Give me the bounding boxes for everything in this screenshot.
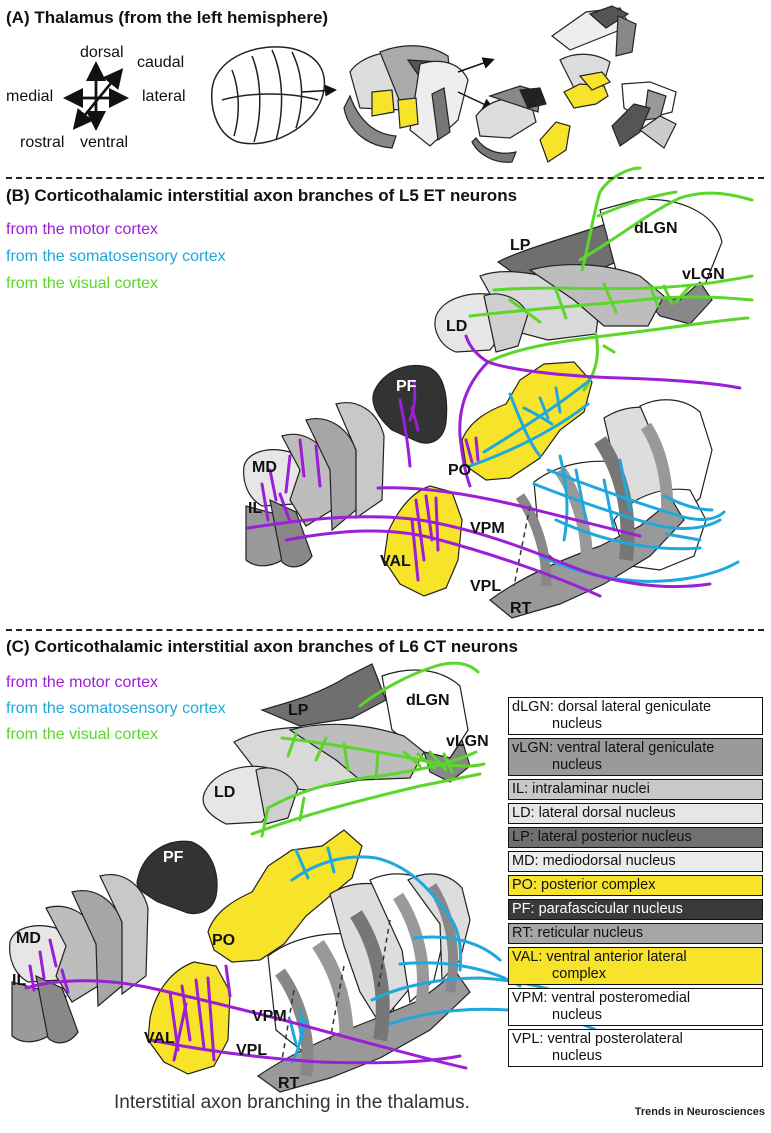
legend-somatosensory-cortex: from the somatosensory cortex [6,700,226,717]
label-md: MD [252,459,277,476]
axis-label-medial: medial [6,88,54,105]
figure-caption: Interstitial axon branching in the thala… [114,1092,470,1113]
key-row-text: IL: intralaminar nuclei [512,781,650,797]
key-row-text-continued: nucleus [552,757,602,773]
label-il: IL [12,972,27,989]
label-ld: LD [214,784,236,801]
key-row-text: PO: posterior complex [512,877,656,893]
key-row-text: VAL: ventral anterior lateral [512,949,687,965]
label-rt: RT [278,1075,300,1092]
axis-label-ventral: ventral [80,134,129,151]
key-row-text: LP: lateral posterior nucleus [512,829,692,845]
label-vlgn: vLGN [446,733,489,750]
orientation-compass [63,61,129,131]
key-row-text: LD: lateral dorsal nucleus [512,805,676,821]
axis-label-rostral: rostral [20,134,65,151]
label-val: VAL [380,553,411,570]
label-vlgn: vLGN [682,266,725,283]
thalamus-outline-whole [211,46,326,145]
panel-c-visual-axons [250,661,486,838]
legend-visual-cortex: from the visual cortex [6,275,159,292]
key-row: MD: mediodorsal nucleus [508,851,763,872]
label-md: MD [16,930,41,947]
label-lp: LP [288,702,309,719]
key-row: PO: posterior complex [508,875,763,896]
axis-label-caudal: caudal [137,54,185,71]
panel-b-somatosensory-axons [468,378,740,583]
thalamus-sliced-view [343,45,469,149]
label-il: IL [248,500,263,517]
label-po: PO [448,462,472,479]
label-ld: LD [446,318,468,335]
panel-b-anatomy [243,198,723,619]
key-row-text: VPM: ventral posteromedial [512,990,691,1006]
key-row: PF: parafascicular nucleus [508,899,763,920]
label-rt: RT [510,600,532,617]
axis-label-lateral: lateral [142,88,186,105]
panel-a-title: (A) Thalamus (from the left hemisphere) [6,8,329,27]
label-vpl: VPL [236,1042,268,1059]
label-dlgn: dLGN [634,220,678,237]
panel-b-motor-axons [246,334,742,598]
key-row-text: MD: mediodorsal nucleus [512,853,676,869]
key-row-text: PF: parafascicular nucleus [512,901,683,917]
section-divider [6,629,764,631]
legend-motor-cortex: from the motor cortex [6,674,159,691]
key-row-text: dLGN: dorsal lateral geniculate [512,699,712,715]
key-row-text-continued: nucleus [552,1007,602,1023]
key-row-text-continued: nucleus [552,716,602,732]
panel-c-title: (C) Corticothalamic interstitial axon br… [6,637,518,656]
label-dlgn: dLGN [406,692,450,709]
axis-label-dorsal: dorsal [80,44,124,61]
key-row-text-continued: complex [552,966,606,982]
label-pf: PF [396,378,417,395]
legend-motor-cortex: from the motor cortex [6,221,159,238]
label-val: VAL [144,1030,175,1047]
journal-brand: Trends in Neurosciences [634,1106,765,1118]
key-row-text: RT: reticular nucleus [512,925,644,941]
key-row-text: VPL: ventral posterolateral [512,1031,683,1047]
label-vpm: VPM [252,1008,287,1025]
label-lp: LP [510,237,531,254]
key-row: IL: intralaminar nuclei [508,779,763,800]
key-row: LP: lateral posterior nucleus [508,827,763,848]
key-row: LD: lateral dorsal nucleus [508,803,763,824]
legend-visual-cortex: from the visual cortex [6,726,159,743]
section-divider [6,177,764,179]
panel-c-motor-axons [24,938,468,1070]
panel-b-title: (B) Corticothalamic interstitial axon br… [6,186,518,205]
key-row-text: vLGN: ventral lateral geniculate [512,740,715,756]
panel-b-visual-axons [468,166,754,392]
label-po: PO [212,932,236,949]
legend-somatosensory-cortex: from the somatosensory cortex [6,248,226,265]
label-vpl: VPL [470,578,502,595]
label-vpm: VPM [470,520,505,537]
key-row-text-continued: nucleus [552,1048,602,1064]
thalamus-exploded-view [471,5,677,163]
key-row: RT: reticular nucleus [508,923,763,944]
label-pf: PF [163,849,184,866]
